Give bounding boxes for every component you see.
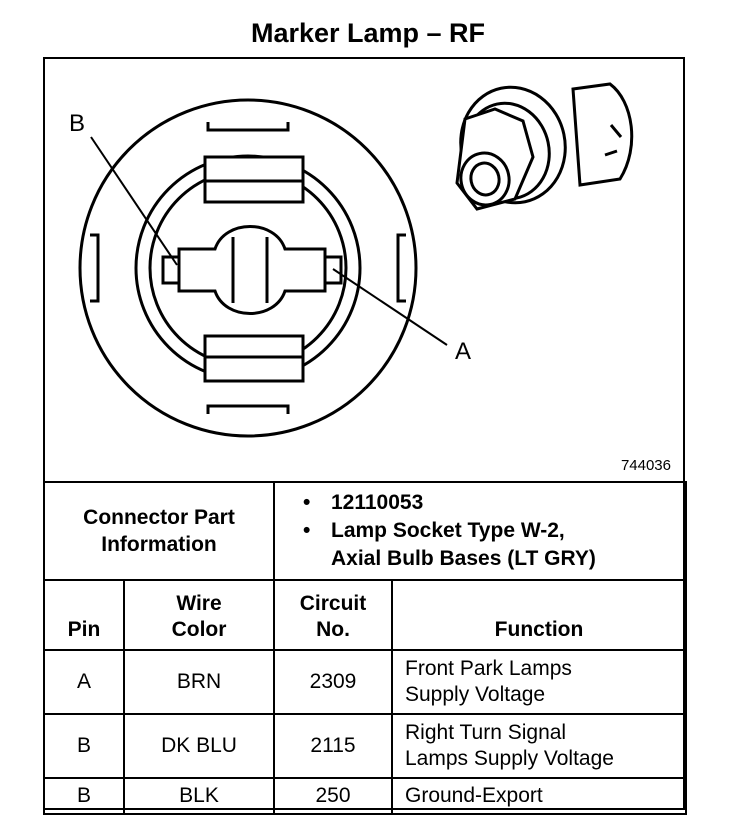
connector-frame: B A 744036 Connector Part Information • … bbox=[43, 57, 688, 815]
cell-function: Right Turn Signal Lamps Supply Voltage bbox=[390, 713, 688, 779]
header-wire-color: Wire Color bbox=[123, 579, 275, 651]
table-row: B BLK 250 Ground-Export bbox=[43, 777, 688, 815]
cell-function: Ground-Export bbox=[390, 777, 688, 815]
pin-label-a: A bbox=[455, 338, 471, 365]
cell-circuit: 250 bbox=[273, 777, 393, 815]
socket-tabs bbox=[203, 155, 305, 383]
cell-circuit: 2115 bbox=[273, 713, 393, 779]
info-item: • 12110053 bbox=[303, 491, 424, 514]
connector-info-label: Connector Part Information bbox=[43, 481, 275, 581]
connector-face bbox=[78, 98, 418, 438]
cell-wire-color: BLK bbox=[123, 777, 275, 815]
header-circuit: Circuit No. bbox=[273, 579, 393, 651]
part-number: 744036 bbox=[620, 457, 671, 474]
cell-wire-color: BRN bbox=[123, 649, 275, 715]
connector-table: Connector Part Information • 12110053 • … bbox=[43, 481, 688, 815]
cell-pin: B bbox=[43, 777, 125, 815]
cell-wire-color: DK BLU bbox=[123, 713, 275, 779]
connector-info-list: • 12110053 • Lamp Socket Type W-2, Axial… bbox=[272, 481, 688, 581]
bulb-slot bbox=[161, 225, 343, 315]
cell-pin: B bbox=[43, 713, 125, 779]
cell-function: Front Park Lamps Supply Voltage bbox=[390, 649, 688, 715]
pin-label-b: B bbox=[69, 110, 85, 137]
table-row: B DK BLU 2115 Right Turn Signal Lamps Su… bbox=[43, 713, 688, 779]
header-function: Function bbox=[390, 579, 688, 651]
page-title: Marker Lamp – RF bbox=[250, 18, 486, 48]
table-header: Pin Wire Color Circuit No. Function bbox=[43, 579, 688, 651]
socket-side-view bbox=[455, 82, 634, 211]
table-row: A BRN 2309 Front Park Lamps Supply Volta… bbox=[43, 649, 688, 715]
connector-info-row: Connector Part Information • 12110053 • … bbox=[43, 481, 688, 581]
header-pin: Pin bbox=[43, 579, 125, 651]
connector-diagram: B A bbox=[69, 82, 634, 438]
info-item: • Lamp Socket Type W-2, Axial Bulb Bases… bbox=[303, 519, 596, 570]
cell-circuit: 2309 bbox=[273, 649, 393, 715]
leader-lines bbox=[90, 136, 448, 346]
cell-pin: A bbox=[43, 649, 125, 715]
